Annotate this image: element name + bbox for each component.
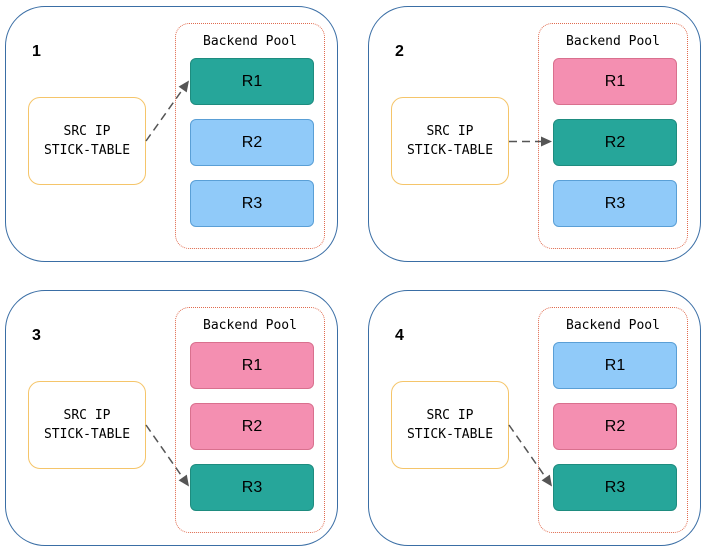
server-r3: R3 (190, 464, 314, 511)
arrow-head (541, 136, 552, 147)
arrow-connector (145, 424, 189, 487)
server-r2: R2 (553, 119, 677, 166)
backend-pool-title: Backend Pool (203, 318, 297, 333)
backend-pool: Backend Pool R1 R2 R3 (538, 23, 688, 249)
backend-pool: Backend Pool R1 R2 R3 (538, 307, 688, 533)
panel-number: 2 (395, 43, 404, 60)
stick-table-line1: SRC IP (426, 408, 474, 423)
server-r1: R1 (553, 58, 677, 105)
stick-table-line2: STICK-TABLE (43, 427, 131, 442)
server-r2: R2 (190, 119, 314, 166)
server-r1: R1 (190, 342, 314, 389)
arrow-line (145, 89, 184, 142)
server-r2: R2 (190, 403, 314, 450)
stick-table-line1: SRC IP (63, 408, 111, 423)
panel-number: 3 (32, 327, 41, 344)
stick-table-line1: SRC IP (63, 124, 111, 139)
stick-table-box: SRC IP STICK-TABLE (391, 381, 509, 469)
stick-table-line2: STICK-TABLE (406, 143, 494, 158)
panel-2: 2 SRC IP STICK-TABLE Backend Pool R1 R2 … (368, 6, 701, 262)
server-r1: R1 (553, 342, 677, 389)
arrow-line (508, 424, 547, 478)
server-r3: R3 (553, 464, 677, 511)
panel-number: 1 (32, 43, 41, 60)
backend-pool-title: Backend Pool (203, 34, 297, 49)
server-r1: R1 (190, 58, 314, 105)
arrow-line (145, 424, 184, 478)
backend-pool: Backend Pool R1 R2 R3 (175, 23, 325, 249)
stick-table-box: SRC IP STICK-TABLE (28, 381, 146, 469)
stick-table-line1: SRC IP (426, 124, 474, 139)
backend-pool: Backend Pool R1 R2 R3 (175, 307, 325, 533)
stick-table-line2: STICK-TABLE (406, 427, 494, 442)
stick-table-box: SRC IP STICK-TABLE (391, 97, 509, 185)
arrow-head (178, 474, 189, 487)
stick-table-line2: STICK-TABLE (43, 143, 131, 158)
panel-number: 4 (395, 327, 404, 344)
panel-3: 3 SRC IP STICK-TABLE Backend Pool R1 R2 … (5, 290, 338, 546)
backend-pool-title: Backend Pool (566, 34, 660, 49)
arrow-connector (145, 80, 189, 142)
stick-table-box: SRC IP STICK-TABLE (28, 97, 146, 185)
arrow-connector (509, 136, 552, 147)
backend-pool-title: Backend Pool (566, 318, 660, 333)
arrow-head (541, 474, 552, 487)
arrow-head (178, 80, 189, 93)
arrow-connector (508, 424, 552, 487)
panel-4: 4 SRC IP STICK-TABLE Backend Pool R1 R2 … (368, 290, 701, 546)
server-r3: R3 (190, 180, 314, 227)
server-r2: R2 (553, 403, 677, 450)
panel-1: 1 SRC IP STICK-TABLE Backend Pool R1 R2 … (5, 6, 338, 262)
server-r3: R3 (553, 180, 677, 227)
